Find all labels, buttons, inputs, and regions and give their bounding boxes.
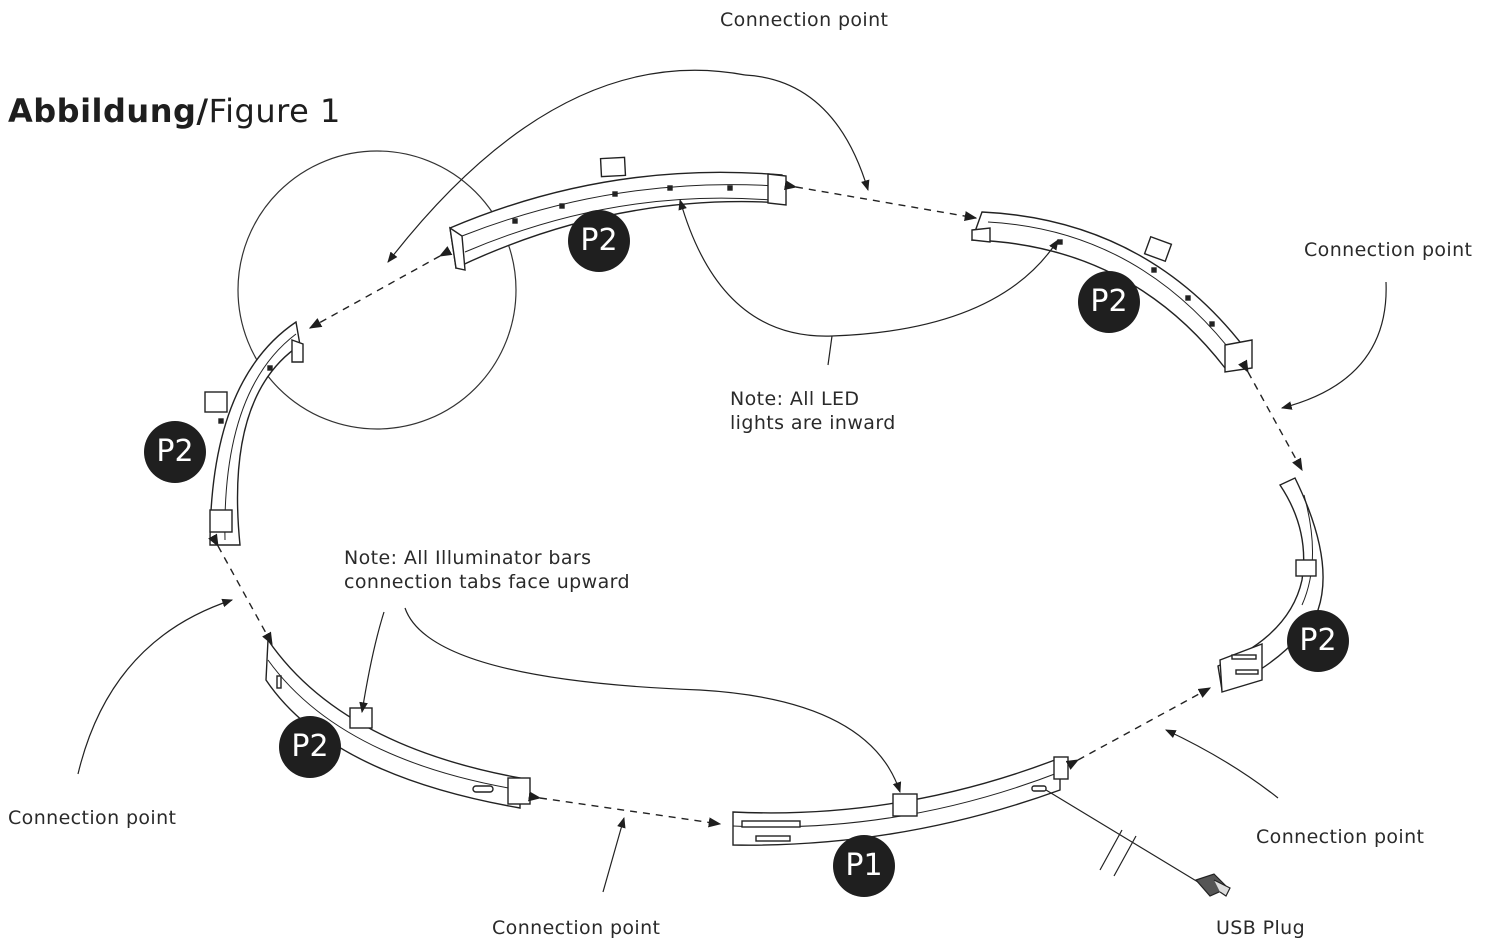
figure-title: Abbildung/Figure 1 [8,92,341,130]
badge-p1-bottom: P1 [833,835,895,897]
connector-top-to-right [783,180,978,222]
leader-bottom-right [1165,729,1279,799]
badge-p2-top: P2 [568,210,630,272]
connector-left-bottom [208,533,273,646]
label-connection-point-top: Connection point [720,9,889,31]
leader-right [1280,281,1387,410]
leader-left [77,598,234,775]
connector-right-top [1238,359,1303,472]
badge-p2-right: P2 [1287,610,1349,672]
label-connection-point-right: Connection point [1304,239,1473,261]
label-usb-plug: USB Plug [1216,917,1306,939]
leader-top-right [744,74,870,192]
label-connection-point-left: Connection point [8,807,177,829]
leader-tabs-left [359,611,385,714]
connector-bottom [528,791,722,828]
leader-tabs-right [404,607,902,794]
detail-circle [237,150,517,430]
note-led: Note: All LED lights are inward [730,388,896,434]
badge-p2-top-right: P2 [1078,271,1140,333]
usb-cable [1045,789,1199,883]
note-tabs: Note: All Illuminator bars connection ta… [344,547,630,593]
leader-bottom [602,816,626,893]
connection-arrows [208,180,1303,828]
label-connection-point-bottom-right: Connection point [1256,826,1425,848]
bar-segment-top [449,156,787,271]
bar-segment-top-right [971,211,1253,373]
bar-segment-bottom-p1 [732,756,1069,846]
leader-led-right [831,239,1059,337]
connector-right-bottom [1065,687,1212,770]
badge-p2-bottom-left: P2 [279,716,341,778]
connector-top-to-left [308,246,453,329]
badge-p2-left: P2 [144,421,206,483]
label-connection-point-bottom: Connection point [492,917,661,939]
leader-led-left [678,198,833,337]
leader-lines [77,69,1387,893]
bar-segment-left [204,320,304,546]
usb-plug-icon [1194,873,1231,897]
leader-top-left [387,69,746,263]
